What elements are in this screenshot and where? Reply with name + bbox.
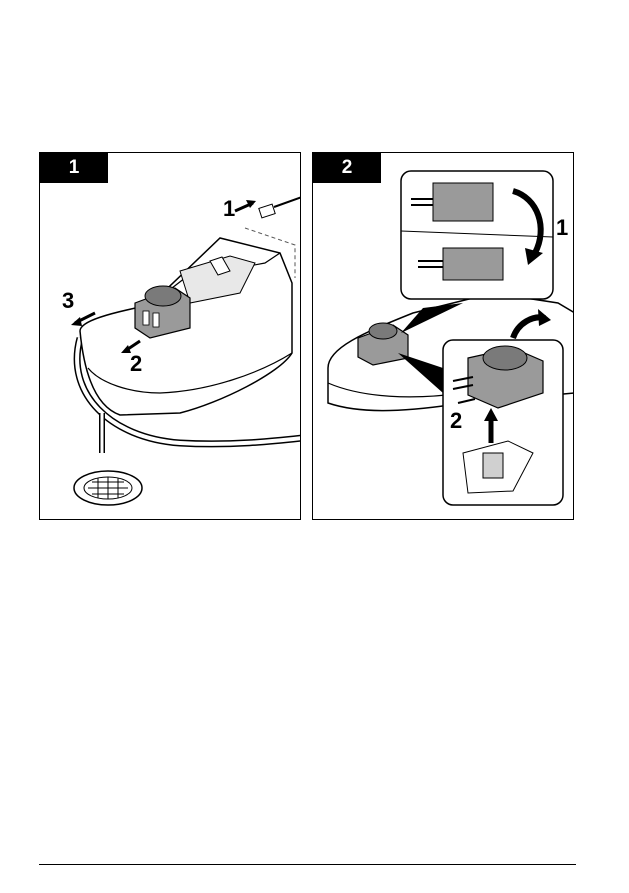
callout-2: 2	[130, 351, 142, 376]
pump-fitting-right	[153, 313, 159, 327]
figure-2-number: 2	[313, 153, 381, 183]
footer-rule	[39, 864, 576, 865]
figure-2-illustration: 1 2	[313, 153, 574, 520]
figure-1-illustration: 1 2 3	[40, 153, 301, 520]
callout-1: 1	[556, 215, 568, 240]
usb-plug	[259, 204, 275, 218]
tube-block-upper	[433, 183, 493, 221]
pump-fitting-left	[143, 311, 149, 325]
usb-cable	[274, 197, 301, 207]
callout-1: 1	[223, 196, 235, 221]
pump-head	[369, 323, 397, 339]
figure-2-panel: 1 2 2	[312, 152, 574, 520]
figure-1-panel: 1 2 3 1	[39, 152, 301, 520]
pump-socket-slot	[483, 453, 503, 478]
pump-removed-head	[483, 346, 527, 370]
pump-head	[145, 286, 181, 306]
callout-3: 3	[62, 288, 74, 313]
figure-1-number: 1	[40, 153, 108, 183]
tube-block-lower	[443, 248, 503, 280]
arrow-3-head	[71, 317, 82, 326]
callout-2: 2	[450, 408, 462, 433]
